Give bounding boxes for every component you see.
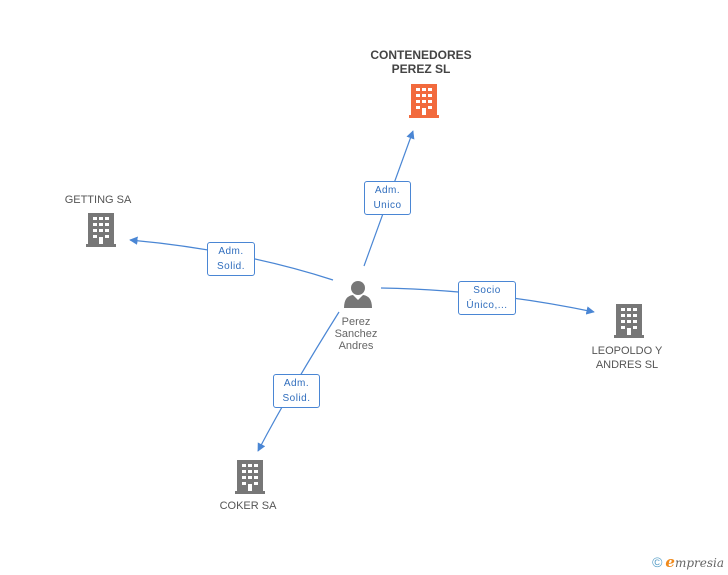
- person-name-line1: Perez: [341, 316, 371, 328]
- edge-label-to-leopoldo[interactable]: Socio Único,...: [458, 281, 516, 315]
- edge-label-to-main-line1: Adm.: [374, 185, 401, 196]
- edge-label-to-leopoldo-line1: Socio: [473, 285, 501, 296]
- getting-name: GETTING SA: [64, 194, 132, 206]
- main-company-name-line1: CONTENEDORES: [370, 48, 472, 62]
- person-name-line2: Sanchez: [334, 328, 378, 340]
- edge-label-to-main-line2: Unico: [373, 200, 402, 211]
- person-name-line3: Andres: [338, 340, 374, 352]
- leopoldo-label[interactable]: LEOPOLDO Y ANDRES SL: [572, 344, 682, 372]
- getting-label[interactable]: GETTING SA: [50, 193, 146, 207]
- main-company-name-line2: PEREZ SL: [391, 62, 451, 76]
- copyright-symbol: ©: [652, 554, 663, 570]
- leopoldo-name-line1: LEOPOLDO Y: [591, 345, 663, 357]
- brand-name: mpresia: [674, 556, 724, 570]
- edge-label-to-getting[interactable]: Adm. Solid.: [207, 242, 255, 276]
- coker-name: COKER SA: [219, 500, 277, 512]
- edge-label-to-getting-line2: Solid.: [216, 261, 245, 272]
- building-icon-getting[interactable]: [86, 213, 116, 247]
- building-icon-coker[interactable]: [235, 460, 265, 494]
- main-company-label[interactable]: CONTENEDORES PEREZ SL: [360, 48, 482, 76]
- building-icon-leopoldo[interactable]: [614, 304, 644, 338]
- coker-label[interactable]: COKER SA: [205, 499, 291, 513]
- edge-label-to-coker[interactable]: Adm. Solid.: [273, 374, 320, 408]
- edge-label-to-coker-line2: Solid.: [282, 393, 311, 404]
- person-label[interactable]: Perez Sanchez Andres: [318, 316, 394, 352]
- person-icon[interactable]: [344, 281, 372, 308]
- edge-label-to-coker-line1: Adm.: [283, 378, 310, 389]
- edge-label-to-main[interactable]: Adm. Unico: [364, 181, 411, 215]
- edge-label-to-leopoldo-line2: Único,...: [466, 300, 508, 311]
- brand-footer: © empresia: [652, 553, 724, 571]
- building-icon-main[interactable]: [409, 84, 439, 118]
- edge-label-to-getting-line1: Adm.: [218, 246, 244, 257]
- leopoldo-name-line2: ANDRES SL: [595, 359, 659, 371]
- brand-logo[interactable]: empresia: [665, 553, 724, 571]
- brand-initial: e: [665, 553, 675, 571]
